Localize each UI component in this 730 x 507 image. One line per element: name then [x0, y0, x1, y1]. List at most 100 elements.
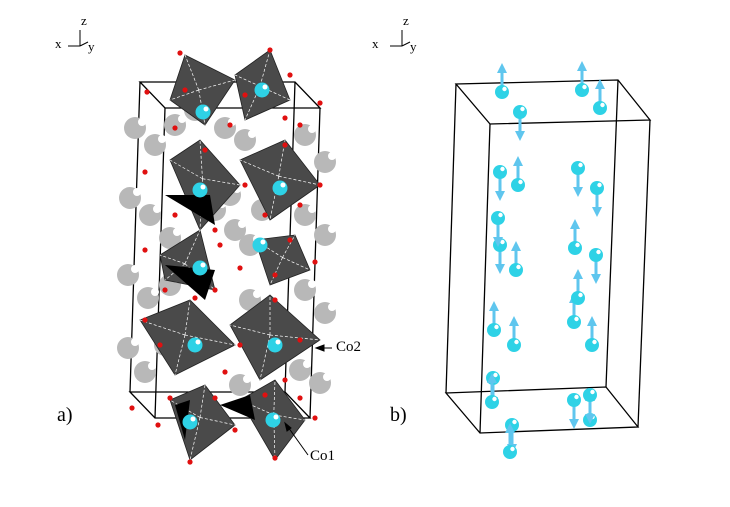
cobalt-atoms — [182, 82, 288, 430]
spin-cobalt-highlight — [578, 292, 583, 298]
oxygen-atom — [282, 377, 288, 383]
spin-cobalt-highlight — [574, 316, 579, 322]
spin-cobalt-highlight — [600, 102, 605, 108]
oxygen-atom — [282, 115, 288, 121]
panel-a-structure — [68, 30, 336, 465]
oxygen-atom — [222, 369, 228, 375]
spin-moment — [487, 301, 501, 337]
octahedron-edge — [273, 379, 276, 416]
spin-cobalt-atom — [589, 248, 603, 262]
spin-arrow-head — [489, 301, 499, 311]
spin-arrow-head — [573, 187, 583, 197]
oxygen-atom — [142, 169, 148, 175]
oxygen-atom — [155, 422, 161, 428]
oxygen-atom — [312, 415, 318, 421]
octahedron-edge — [184, 54, 200, 91]
other-atom-highlight — [328, 152, 336, 160]
cobalt-atom — [187, 337, 203, 353]
spin-cobalt-highlight — [592, 339, 597, 345]
octahedron-shadow — [165, 195, 215, 225]
cobalt-atom-highlight — [260, 239, 266, 245]
spin-cobalt-highlight — [494, 324, 499, 330]
spin-arrow-head — [497, 63, 507, 73]
octahedron-shadow — [175, 400, 190, 440]
oxygen-atom — [142, 317, 148, 323]
oxygen-atom — [312, 259, 318, 265]
spin-arrow-head — [592, 207, 602, 217]
other-atom-highlight — [178, 115, 186, 123]
oxygen-atom — [282, 142, 288, 148]
cobalt-atom-highlight — [200, 262, 206, 268]
spin-cobalt-highlight — [575, 242, 580, 248]
spin-moment — [509, 241, 523, 277]
other-atom-highlight — [323, 373, 331, 381]
cobalt-atom-highlight — [190, 416, 196, 422]
cobalt-atom — [254, 82, 270, 98]
spin-moment — [513, 105, 527, 141]
spin-arrow-head — [570, 219, 580, 229]
oxygen-atom — [192, 295, 198, 301]
annotation-pointers — [284, 344, 332, 456]
octahedron-edge — [278, 175, 321, 186]
oxygen-atom — [232, 427, 238, 433]
oxygen-atom — [142, 247, 148, 253]
octahedron-edge — [239, 159, 279, 177]
panel-b-label: b) — [390, 404, 407, 426]
spin-moment — [485, 373, 499, 409]
spin-arrow-head — [513, 156, 523, 166]
oxygen-atom — [262, 212, 268, 218]
cobalt-atom-highlight — [195, 339, 201, 345]
panel-a-y-axis-label: y — [88, 39, 95, 54]
oxygen-atom — [297, 122, 303, 128]
other-atom-highlight — [131, 265, 139, 273]
spin-moment — [585, 316, 599, 352]
octahedron-edge — [139, 319, 186, 336]
spin-arrow-head — [505, 423, 515, 433]
spin-cobalt-highlight — [597, 182, 602, 188]
co-octahedron — [169, 384, 236, 461]
cobalt-atom — [267, 337, 283, 353]
spin-arrow-head — [585, 414, 595, 424]
spin-cobalt-atom — [575, 83, 589, 97]
spin-cobalt-highlight — [498, 212, 503, 218]
oxygen-atom — [297, 337, 303, 343]
other-atom-highlight — [248, 130, 256, 138]
other-atom-highlight — [303, 360, 311, 368]
spin-arrow-head — [577, 61, 587, 71]
oxygen-atom — [187, 459, 193, 465]
spin-cobalt-atom — [507, 338, 521, 352]
oxygen-atom — [287, 72, 293, 78]
co2-label: Co2 — [336, 339, 362, 355]
oxygen-atom — [202, 147, 208, 153]
spin-arrow-head — [569, 419, 579, 429]
spin-cobalt-atom — [571, 161, 585, 175]
spin-cobalt-atom — [513, 105, 527, 119]
spin-arrow-head — [587, 316, 597, 326]
cobalt-atom-highlight — [203, 106, 209, 112]
oxygen-atom — [237, 342, 243, 348]
cobalt-atom — [272, 180, 288, 196]
other-atom-highlight — [253, 290, 261, 298]
oxygen-atom — [177, 50, 183, 56]
panel-b-x-axis-label: x — [372, 36, 379, 51]
spin-moment — [571, 269, 585, 305]
spin-cobalt-highlight — [512, 419, 517, 425]
cobalt-atom — [192, 182, 208, 198]
oxygen-atom — [297, 202, 303, 208]
other-atoms — [117, 99, 336, 396]
octahedron-edge — [174, 334, 186, 376]
spin-moment — [511, 156, 525, 192]
spin-cobalt-atom — [590, 181, 604, 195]
spin-moment — [495, 63, 509, 99]
spin-cobalt-atom — [495, 85, 509, 99]
oxygen-atom — [227, 122, 233, 128]
co1-label: Co1 — [310, 448, 336, 464]
spin-cobalt-highlight — [578, 162, 583, 168]
octahedron-edge — [199, 384, 206, 418]
spin-cobalt-atom — [585, 338, 599, 352]
spin-cobalt-atom — [568, 241, 582, 255]
co-octahedra — [139, 49, 321, 461]
spin-cobalt-atom — [583, 388, 597, 402]
spin-arrow-head — [487, 373, 497, 383]
